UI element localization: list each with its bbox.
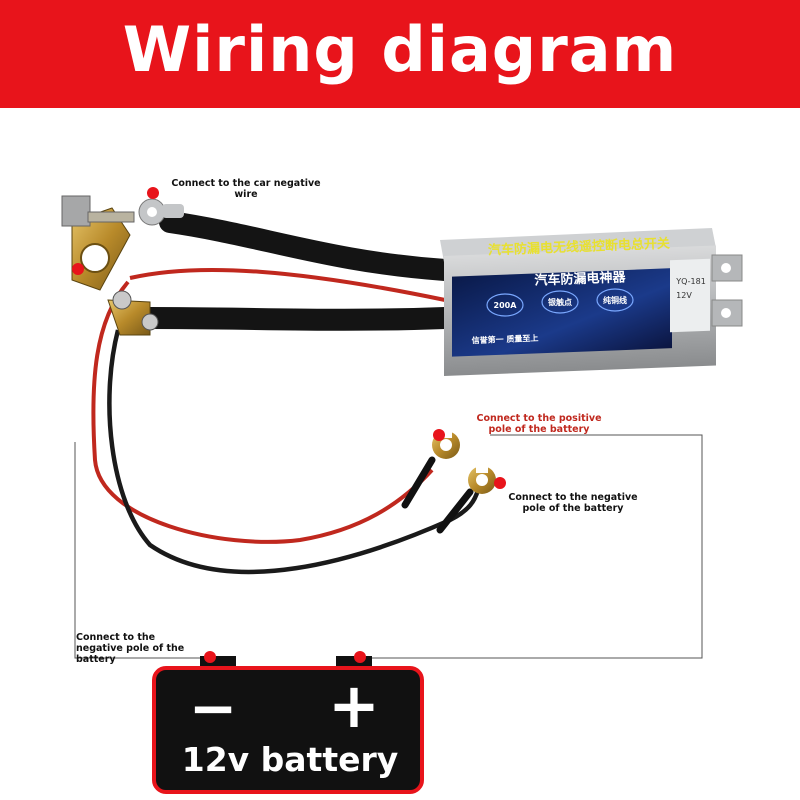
device-badge-contact: 银触点 — [548, 298, 572, 307]
label-negative-pole-left: Connect to the negative pole of the batt… — [76, 632, 185, 665]
red-wire — [91, 267, 446, 544]
device-badge-current: 200A — [493, 301, 517, 310]
label-positive-pole: Connect to the positive pole of the batt… — [476, 413, 602, 435]
negative-fork-terminal — [468, 465, 496, 494]
device-panel-title: 汽车防漏电神器 — [534, 270, 626, 289]
black-wire — [107, 329, 481, 575]
device-voltage: 12V — [676, 291, 692, 300]
switch-device — [440, 228, 743, 376]
label-negative-pole-right: Connect to the negative pole of the batt… — [508, 492, 638, 514]
main-cables — [139, 211, 456, 331]
connection-dots — [72, 187, 506, 663]
device-badge-wire: 纯铜线 — [603, 296, 627, 305]
label-car-negative: Connect to the car negative wire — [171, 178, 321, 200]
device-model: YQ-181 — [676, 277, 706, 286]
page-title: Wiring diagram — [122, 13, 678, 86]
guide-lines — [74, 434, 703, 659]
header-banner — [0, 0, 800, 108]
battery-graphic — [152, 656, 424, 794]
battery-caption: 12v battery — [181, 740, 399, 779]
battery-plus-sign: + — [328, 669, 380, 742]
battery-minus-sign: − — [188, 674, 238, 742]
wiring-illustration — [61, 187, 743, 794]
battery-clamp-terminal — [61, 195, 184, 336]
